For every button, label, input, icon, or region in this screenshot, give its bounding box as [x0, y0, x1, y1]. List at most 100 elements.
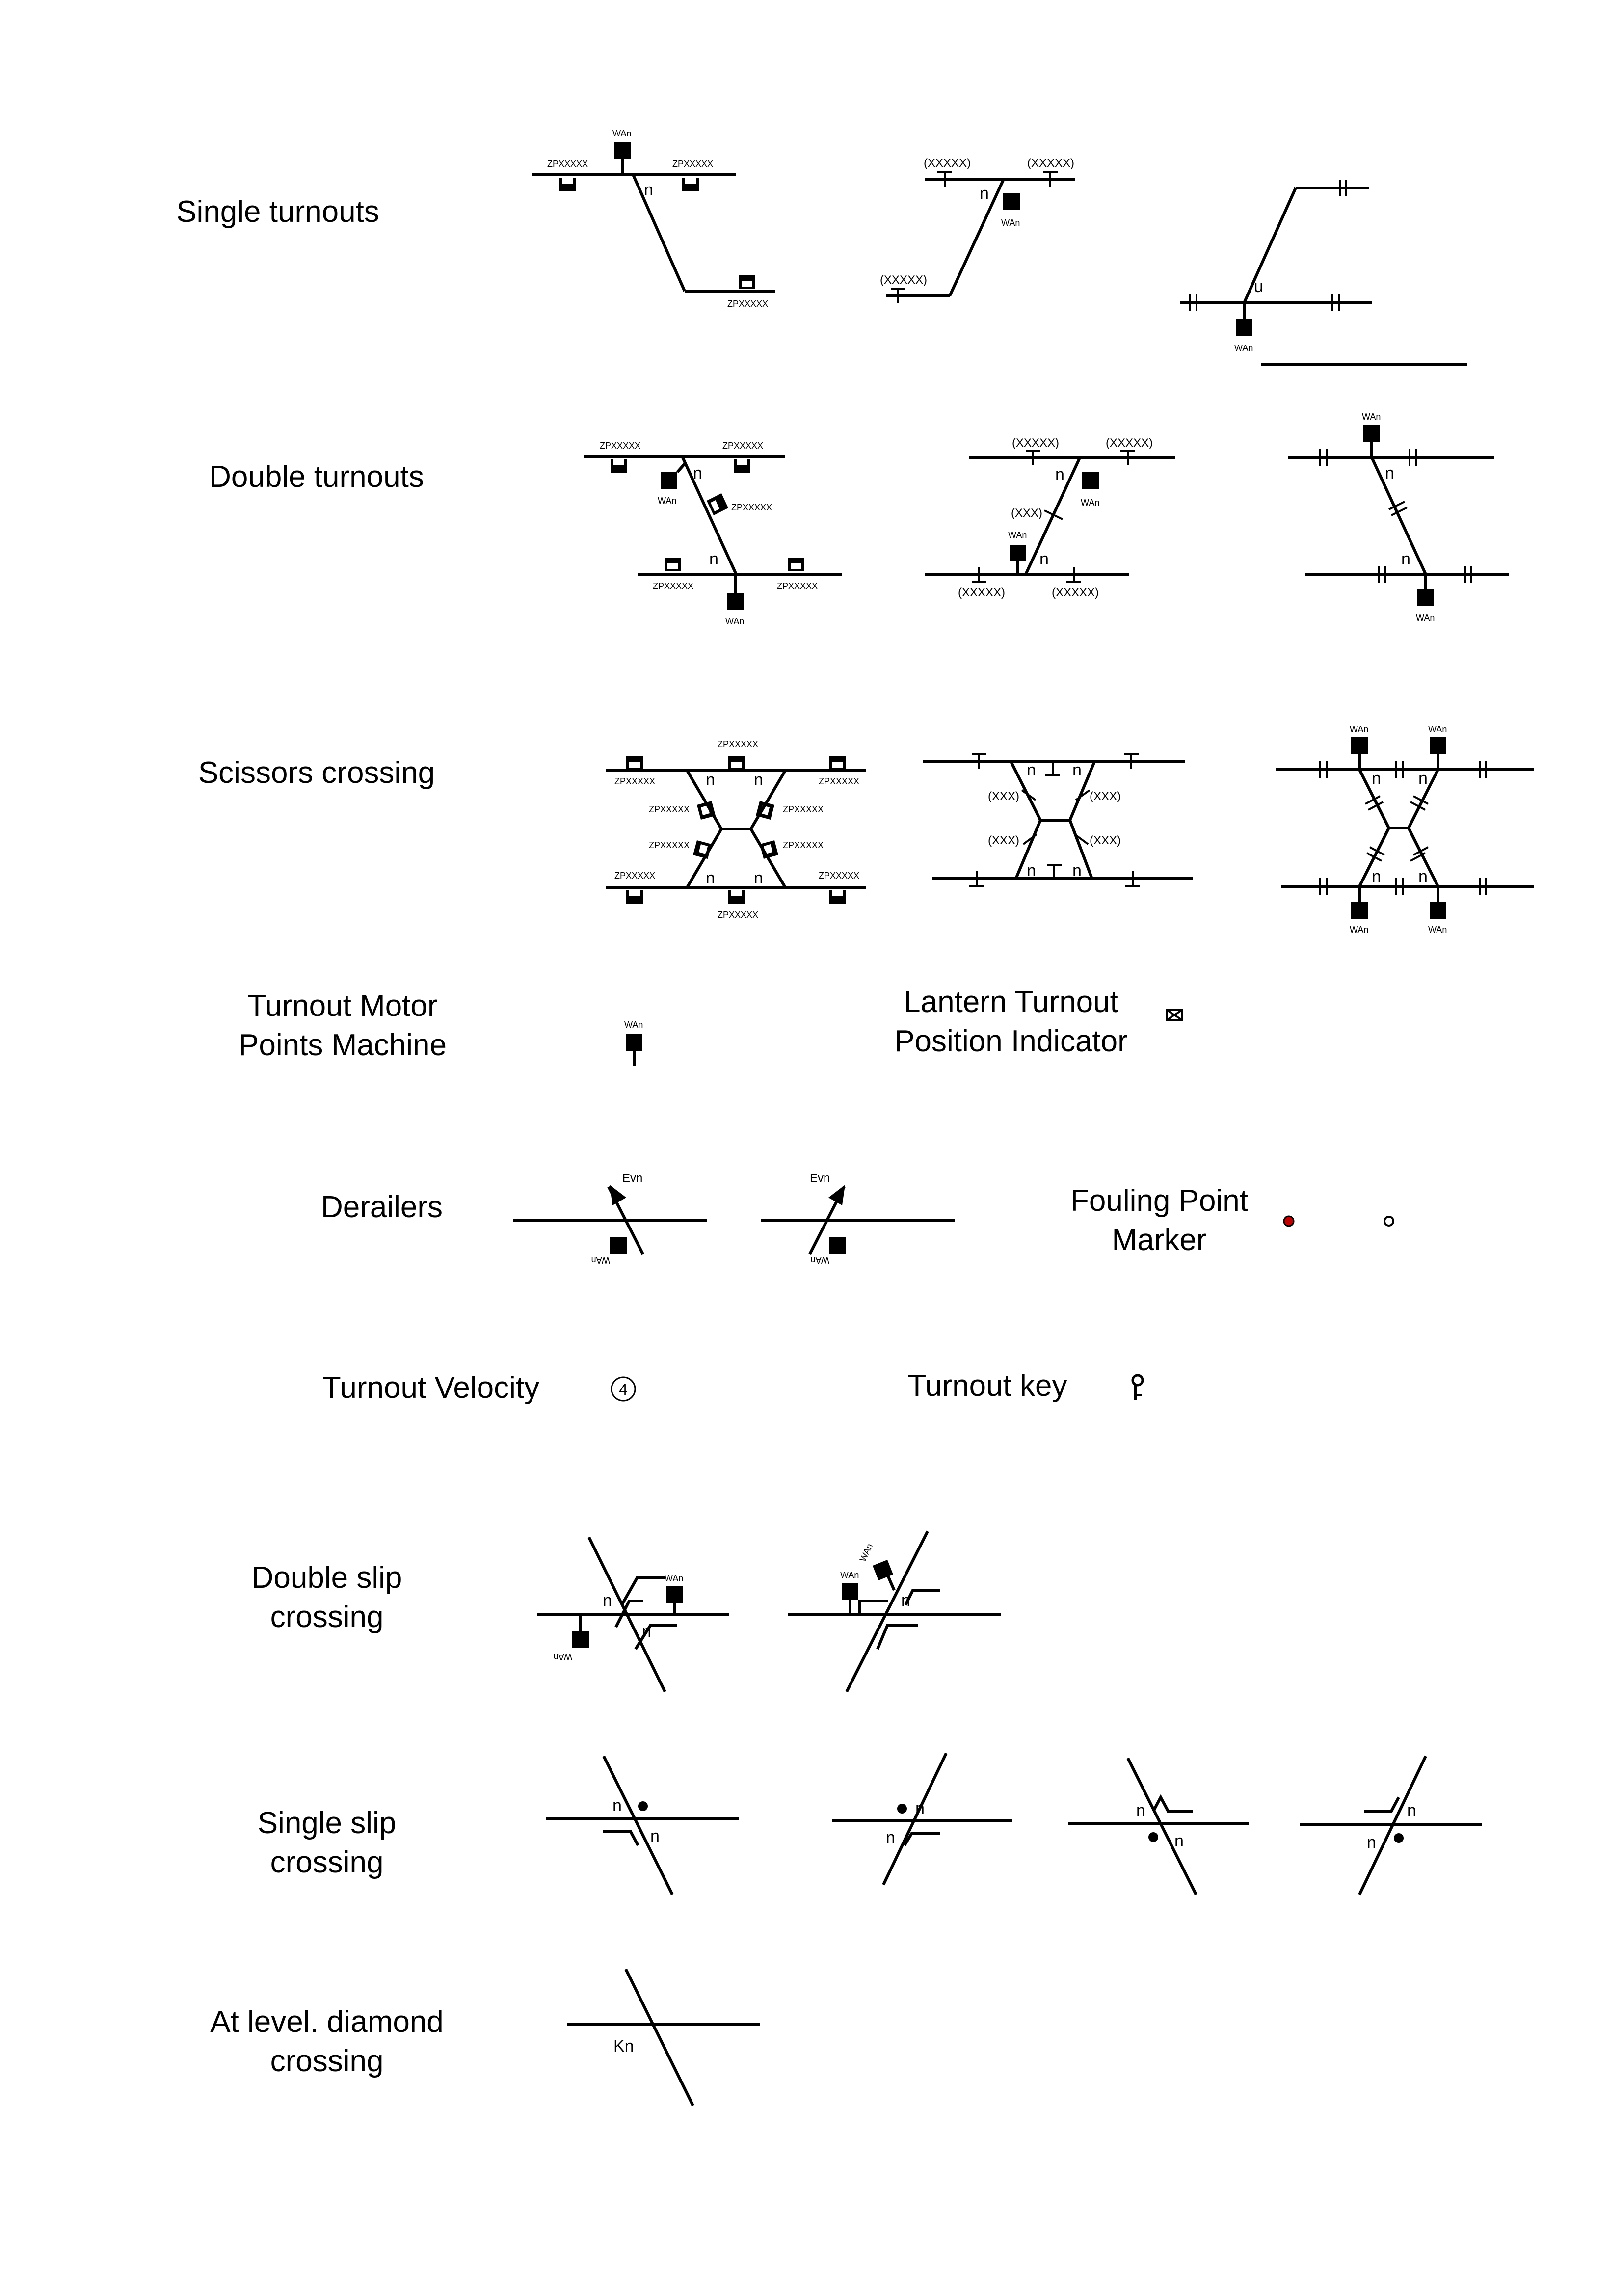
label-zp: ZPXXXXX [649, 840, 690, 850]
row-label-line: Marker [1112, 1223, 1207, 1257]
row-label-line: Derailers [320, 1190, 443, 1224]
label-xxxxx: (XXXXX) [1027, 157, 1074, 170]
single-slip-4: n n [1300, 1755, 1482, 1896]
label-n: n [1027, 861, 1036, 880]
label-zp: ZPXXXXX [672, 159, 713, 169]
fouling-point-markers [1283, 1215, 1394, 1227]
row-label-single-turnouts: Single turnouts [81, 192, 474, 232]
label-n: n [644, 181, 653, 199]
label-xxxxx: (XXXXX) [1052, 586, 1099, 599]
label-zp: ZPXXXXX [819, 776, 859, 786]
label-n: n [1407, 1801, 1416, 1820]
row-label-line: Points Machine [239, 1028, 447, 1062]
label-wan: WAn [665, 1574, 683, 1583]
row-label-single-slip: Single slip crossing [131, 1804, 523, 1882]
label-n: n [1418, 769, 1428, 788]
label-wan: WAn [1428, 925, 1447, 934]
single-turnout-3: WAn u [1180, 180, 1467, 366]
label-zp: ZPXXXXX [600, 441, 640, 451]
label-xxx: (XXX) [1090, 790, 1121, 803]
row-label-turnout-key: Turnout key [791, 1366, 1184, 1406]
row-label-line: crossing [270, 1600, 384, 1634]
turnout-velocity-symbol: 4 [611, 1376, 636, 1402]
row-label-line: Double turnouts [209, 460, 424, 494]
label-n: n [980, 184, 989, 203]
label-xxxxx: (XXXXX) [924, 157, 971, 170]
row-label-line: crossing [270, 1845, 384, 1879]
label-zp: ZPXXXXX [727, 299, 768, 309]
turnout-key-icon [1131, 1374, 1144, 1400]
label-n: n [642, 1622, 651, 1641]
label-wan: WAn [1001, 218, 1020, 228]
label-n: n [1174, 1832, 1184, 1850]
scissors-crossing-1: ZPXXXXX ZPXXXXX ZPXXXXX ZPXXXXX ZPXXXXX … [606, 739, 866, 920]
label-n: n [1072, 861, 1082, 880]
label-zp: ZPXXXXX [731, 503, 772, 512]
label-zp: ZPXXXXX [783, 840, 824, 850]
label-zp: ZPXXXXX [718, 739, 758, 749]
label-wan: WAn [1350, 724, 1368, 734]
label-wan-flipped: WAn [554, 1652, 572, 1662]
label-n: n [1367, 1833, 1376, 1852]
scissors-crossing-2: (XXX) (XXX) (XXX) (XXX) n n n n [923, 753, 1193, 887]
label-wan: WAn [1350, 925, 1368, 934]
label-zp: ZPXXXXX [614, 871, 655, 881]
row-label-line: Single slip [257, 1806, 397, 1840]
label-wan: WAn [1416, 613, 1435, 623]
label-n: n [886, 1828, 895, 1847]
label-n: n [1136, 1801, 1145, 1820]
label-n: n [693, 464, 702, 482]
turnout-motor-symbol: WAn [624, 1020, 643, 1066]
label-n: n [901, 1591, 910, 1610]
row-label-line: Turnout Velocity [322, 1371, 540, 1405]
label-xxx: (XXX) [988, 790, 1019, 803]
label-n: n [1401, 550, 1410, 568]
label-evn: Evn [810, 1172, 830, 1185]
label-n: n [915, 1799, 925, 1817]
label-wan-rotated: WAn [858, 1542, 875, 1563]
row-label-line: At level. diamond [210, 2005, 444, 2039]
label-wan: WAn [612, 129, 631, 138]
label-zp: ZPXXXXX [547, 159, 588, 169]
row-label-double-slip: Double slip crossing [131, 1558, 523, 1637]
label-wan: WAn [1008, 530, 1027, 540]
label-xxx: (XXX) [1011, 507, 1042, 520]
row-label-line: Double slip [251, 1561, 402, 1595]
label-n: n [709, 550, 718, 568]
label-zp: ZPXXXXX [653, 581, 693, 591]
double-turnout-3: WAn WAn n n [1288, 412, 1509, 623]
label-n: n [706, 771, 715, 789]
lantern-indicator-symbol [1166, 1009, 1183, 1021]
row-label-scissors-crossing: Scissors crossing [120, 753, 513, 793]
label-n: n [1385, 464, 1394, 482]
fouling-marker-empty [1384, 1216, 1394, 1227]
scissors-crossing-3: WAn WAn WAn WAn n n n n [1276, 724, 1534, 934]
row-label-line: Turnout key [907, 1369, 1067, 1403]
label-xxxxx: (XXXXX) [1106, 436, 1153, 450]
label-n: n [650, 1827, 660, 1845]
double-slip-2: WAn WAn n [788, 1530, 1001, 1693]
diamond-crossing: Kn [567, 1968, 760, 2107]
label-wan: WAn [1362, 412, 1381, 422]
single-slip-1: n n [546, 1755, 739, 1896]
label-zp: ZPXXXXX [777, 581, 818, 591]
label-zp: ZPXXXXX [722, 441, 763, 451]
derailer-1: Evn WAn [513, 1172, 707, 1265]
label-wan: WAn [1234, 343, 1253, 353]
label-n: n [1372, 867, 1381, 886]
label-zp: ZPXXXXX [614, 776, 655, 786]
label-wan-flipped: WAn [811, 1255, 829, 1265]
label-n: n [1055, 465, 1064, 484]
label-xxx: (XXX) [988, 834, 1019, 847]
label-wan: WAn [1428, 724, 1447, 734]
label-u: u [1254, 277, 1263, 296]
label-xxx: (XXX) [1090, 834, 1121, 847]
label-n: n [706, 869, 715, 887]
label-wan-flipped: WAn [591, 1255, 610, 1265]
label-n: n [1027, 761, 1036, 779]
